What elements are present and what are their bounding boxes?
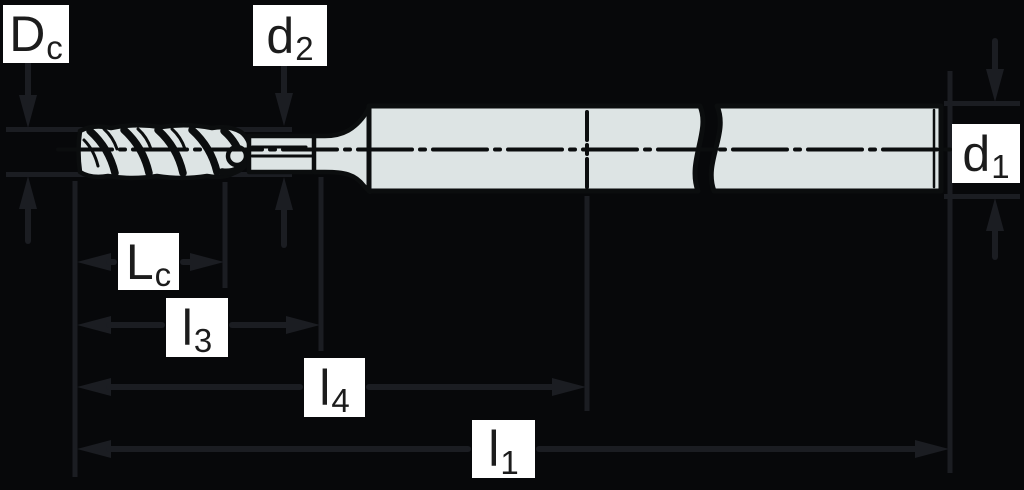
- neck-section: [246, 133, 319, 175]
- flute-section: [76, 123, 253, 181]
- length-dimension-lines: [77, 253, 949, 458]
- extension-lines: [6, 71, 1020, 477]
- end-mill-drawing: [56, 103, 954, 195]
- diameter-arrows: [19, 38, 1004, 260]
